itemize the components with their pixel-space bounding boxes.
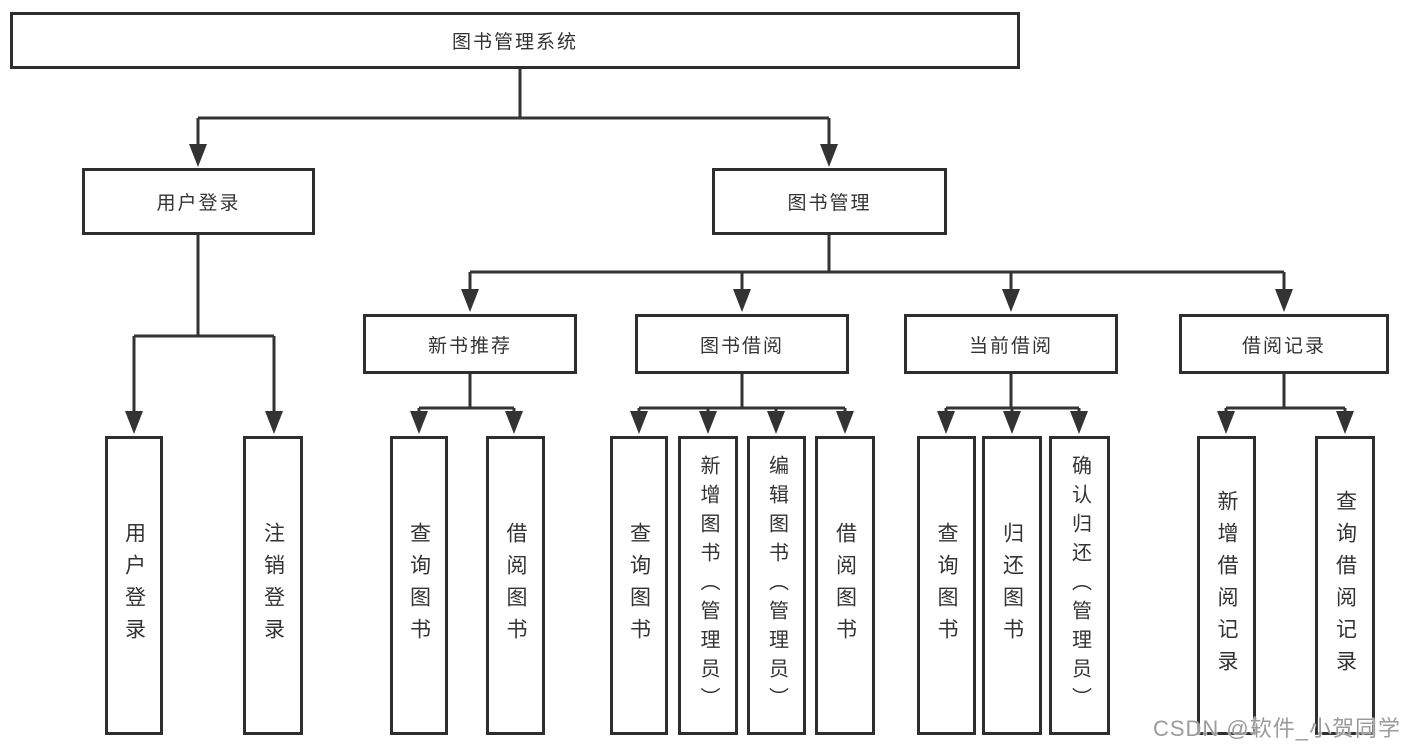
arrowheads bbox=[125, 144, 1354, 434]
arrow-icon bbox=[505, 411, 523, 434]
arrow-icon bbox=[767, 411, 785, 434]
node-label: 图书借阅 bbox=[699, 335, 784, 357]
arrow-icon bbox=[265, 411, 283, 434]
leaf-logout: 注销登录 bbox=[243, 436, 303, 735]
leaf-query-borrow-record: 查询借阅记录 bbox=[1315, 436, 1375, 735]
node-label: 归还图书 bbox=[1000, 521, 1024, 650]
node-new-book-recommend: 新书推荐 bbox=[363, 314, 577, 374]
node-borrowing-records: 借阅记录 bbox=[1179, 314, 1389, 374]
arrow-icon bbox=[937, 411, 955, 434]
node-label: 用户登录 bbox=[156, 193, 241, 214]
node-label: 借阅记录 bbox=[1241, 335, 1326, 357]
arrow-icon bbox=[820, 144, 838, 167]
node-book-management: 图书管理 bbox=[712, 168, 947, 235]
node-label: 新增借阅记录 bbox=[1215, 489, 1238, 682]
arrow-icon bbox=[189, 144, 207, 167]
leaf-query-books-current: 查询图书 bbox=[917, 436, 976, 735]
node-label: 借阅图书 bbox=[833, 521, 857, 650]
node-label: 确认归还（管理员） bbox=[1068, 455, 1091, 716]
node-library-system: 图书管理系统 bbox=[10, 12, 1020, 69]
leaf-query-books-newbook: 查询图书 bbox=[390, 436, 448, 735]
leaf-add-books-admin: 新增图书（管理员） bbox=[678, 436, 738, 735]
node-label: 用户登录 bbox=[122, 521, 146, 650]
node-label: 编辑图书（管理员） bbox=[765, 455, 788, 716]
node-label: 当前借阅 bbox=[968, 335, 1053, 357]
arrow-icon bbox=[1275, 289, 1293, 312]
arrow-icon bbox=[1217, 411, 1235, 434]
node-current-borrowing: 当前借阅 bbox=[904, 314, 1118, 374]
arrow-icon bbox=[1336, 411, 1354, 434]
leaf-user-login: 用户登录 bbox=[105, 436, 163, 735]
leaf-borrow-books-newbook: 借阅图书 bbox=[486, 436, 545, 735]
leaf-add-borrow-record: 新增借阅记录 bbox=[1197, 436, 1256, 735]
node-label: 查询图书 bbox=[935, 521, 958, 650]
arrow-icon bbox=[836, 411, 854, 434]
arrow-icon bbox=[461, 289, 479, 312]
node-label: 图书管理系统 bbox=[451, 32, 578, 53]
node-label: 查询借阅记录 bbox=[1333, 489, 1357, 682]
arrow-icon bbox=[125, 411, 143, 434]
node-label: 注销登录 bbox=[261, 521, 285, 650]
leaf-edit-books-admin: 编辑图书（管理员） bbox=[747, 436, 806, 735]
csdn-watermark: CSDN @软件_小贺同学 bbox=[1152, 716, 1401, 741]
leaf-borrow-books-borrowing: 借阅图书 bbox=[815, 436, 875, 735]
arrow-icon bbox=[733, 289, 751, 312]
arrow-icon bbox=[1003, 411, 1021, 434]
arrow-icon bbox=[1070, 411, 1088, 434]
arrow-icon bbox=[699, 411, 717, 434]
leaf-confirm-return-admin: 确认归还（管理员） bbox=[1049, 436, 1110, 735]
node-label: 借阅图书 bbox=[504, 521, 527, 650]
node-label: 查询图书 bbox=[407, 521, 431, 650]
node-label: 新书推荐 bbox=[427, 335, 512, 357]
node-label: 图书管理 bbox=[787, 193, 872, 214]
arrow-icon bbox=[1002, 289, 1020, 312]
leaf-return-books: 归还图书 bbox=[982, 436, 1042, 735]
node-book-borrowing: 图书借阅 bbox=[635, 314, 849, 374]
node-label: 查询图书 bbox=[627, 521, 651, 650]
node-user-login: 用户登录 bbox=[82, 168, 315, 235]
leaf-query-books-borrowing: 查询图书 bbox=[610, 436, 668, 735]
arrow-icon bbox=[410, 411, 428, 434]
arrow-icon bbox=[630, 411, 648, 434]
node-label: 新增图书（管理员） bbox=[697, 455, 719, 716]
